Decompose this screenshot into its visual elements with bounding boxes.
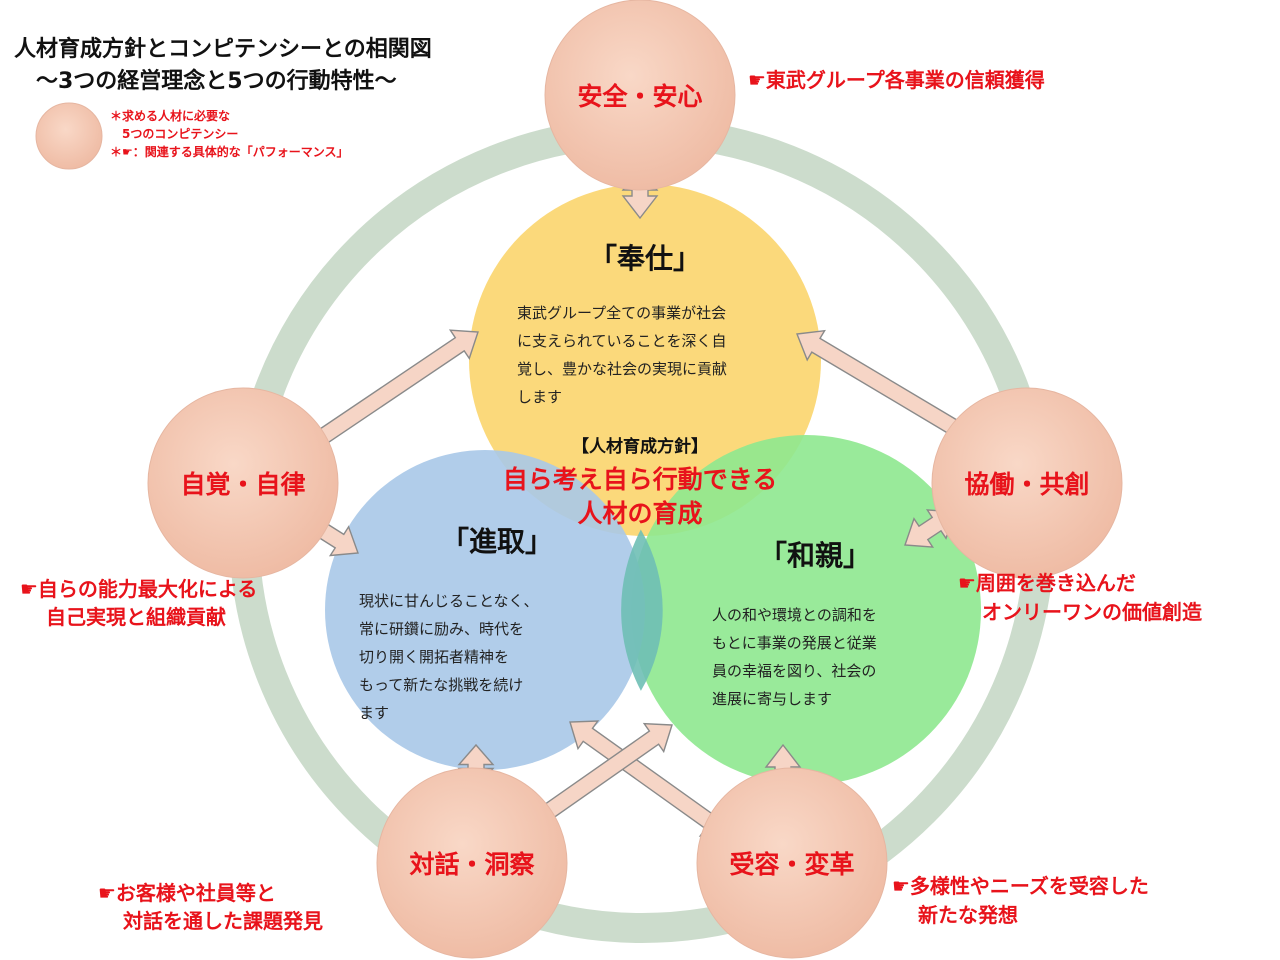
competency-self: 自覚・自律: [147, 387, 339, 579]
policy-heading: 【人材育成方針】: [572, 436, 708, 457]
progress-line5: ます: [359, 704, 389, 722]
perf-collab-line2: オンリーワンの価値創造: [982, 600, 1203, 624]
perf-collab-line1: ☛周囲を巻き込んだ: [958, 571, 1136, 595]
legend-line2: 5つのコンピテンシー: [122, 127, 238, 141]
perf-dialogue-line2: 対話を通した課題発見: [122, 909, 323, 933]
policy-line1: 自ら考え自ら行動できる: [503, 465, 778, 494]
perf-self-line2: 自己実現と組織貢献: [46, 605, 226, 629]
progress-heading: 「進取」: [441, 525, 553, 558]
overlap-lens: [621, 529, 663, 691]
competency-dialogue: 対話・洞察: [376, 767, 568, 959]
progress-line3: 切り開く開拓者精神を: [359, 648, 509, 666]
diagram-subtitle: ～3つの経営理念と5つの行動特性～: [36, 68, 397, 94]
competency-collab-label: 協働・共創: [964, 470, 1089, 499]
service-line2: に支えられていることを深く自: [517, 332, 727, 350]
service-line1: 東武グループ全ての事業が社会: [517, 304, 726, 322]
competency-self-label: 自覚・自律: [180, 470, 305, 499]
policy-line2: 人材の育成: [577, 499, 702, 528]
harmony-line2: もとに事業の発展と従業: [712, 634, 877, 652]
harmony-line3: 員の幸福を図り、社会の: [712, 662, 876, 680]
progress-line1: 現状に甘んじることなく、: [359, 592, 539, 610]
harmony-line1: 人の和や環境との調和を: [712, 606, 877, 624]
competency-accept: 受容・変革: [696, 767, 888, 959]
perf-self-line1: ☛自らの能力最大化による: [20, 577, 257, 601]
service-circle: [469, 184, 821, 536]
diagram-title: 人材育成方針とコンピテンシーとの相関図: [14, 36, 432, 62]
harmony-circle: [631, 435, 981, 785]
perf-safety-line1: ☛東武グループ各事業の信頼獲得: [748, 68, 1045, 92]
progress-circle: [325, 450, 645, 770]
service-line4: します: [517, 388, 562, 406]
arrow-self-service: [299, 329, 479, 455]
progress-line4: もって新たな挑戦を続け: [359, 676, 523, 694]
competency-dialogue-label: 対話・洞察: [409, 850, 535, 879]
harmony-line4: 進展に寄与します: [712, 690, 832, 708]
legend-line3: ＊☛：関連する具体的な「パフォーマンス」: [110, 144, 349, 159]
harmony-heading: 「和親」: [759, 539, 871, 572]
competency-safety: 安全・安心: [544, 0, 736, 191]
legend-swatch: [35, 102, 103, 170]
perf-dialogue-line1: ☛お客様や社員等と: [98, 881, 276, 905]
legend-line1: ＊求める人材に必要な: [110, 108, 230, 123]
service-line3: 覚し、豊かな社会の実現に貢献: [517, 360, 727, 378]
perf-accept-line1: ☛多様性やニーズを受容した: [892, 874, 1149, 898]
competency-safety-label: 安全・安心: [577, 82, 702, 111]
competency-accept-label: 受容・変革: [729, 850, 854, 879]
progress-line2: 常に研鑽に励み、時代を: [359, 620, 524, 638]
perf-accept-line2: 新たな発想: [918, 903, 1018, 927]
service-heading: 「奉仕」: [589, 242, 701, 275]
competency-collab: 協働・共創: [931, 387, 1123, 579]
